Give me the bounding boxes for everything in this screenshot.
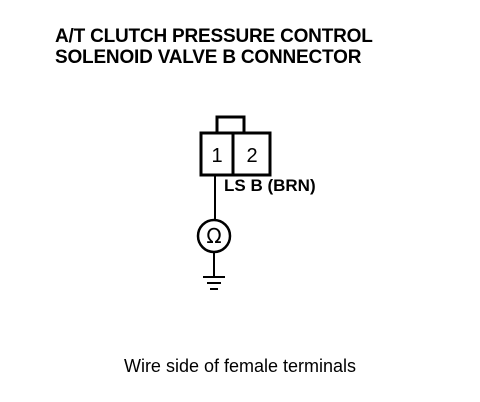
terminal-2-label: 2 [246, 145, 257, 167]
diagram-caption: Wire side of female terminals [123, 356, 357, 376]
ohmmeter: Ω [196, 218, 232, 254]
connector-lock-tab [215, 115, 246, 133]
ohm-icon: Ω [206, 224, 221, 248]
ground-icon [203, 276, 225, 290]
wire-label: LS B (BRN) [224, 176, 316, 195]
connector-housing [199, 131, 272, 177]
diagram-title-line-2: SOLENOID VALVE B CONNECTOR [55, 47, 362, 68]
diagram-title-line-1: A/T CLUTCH PRESSURE CONTROL [55, 26, 373, 47]
terminal-1-label: 1 [211, 145, 222, 167]
connector: 1 2 [199, 115, 272, 177]
